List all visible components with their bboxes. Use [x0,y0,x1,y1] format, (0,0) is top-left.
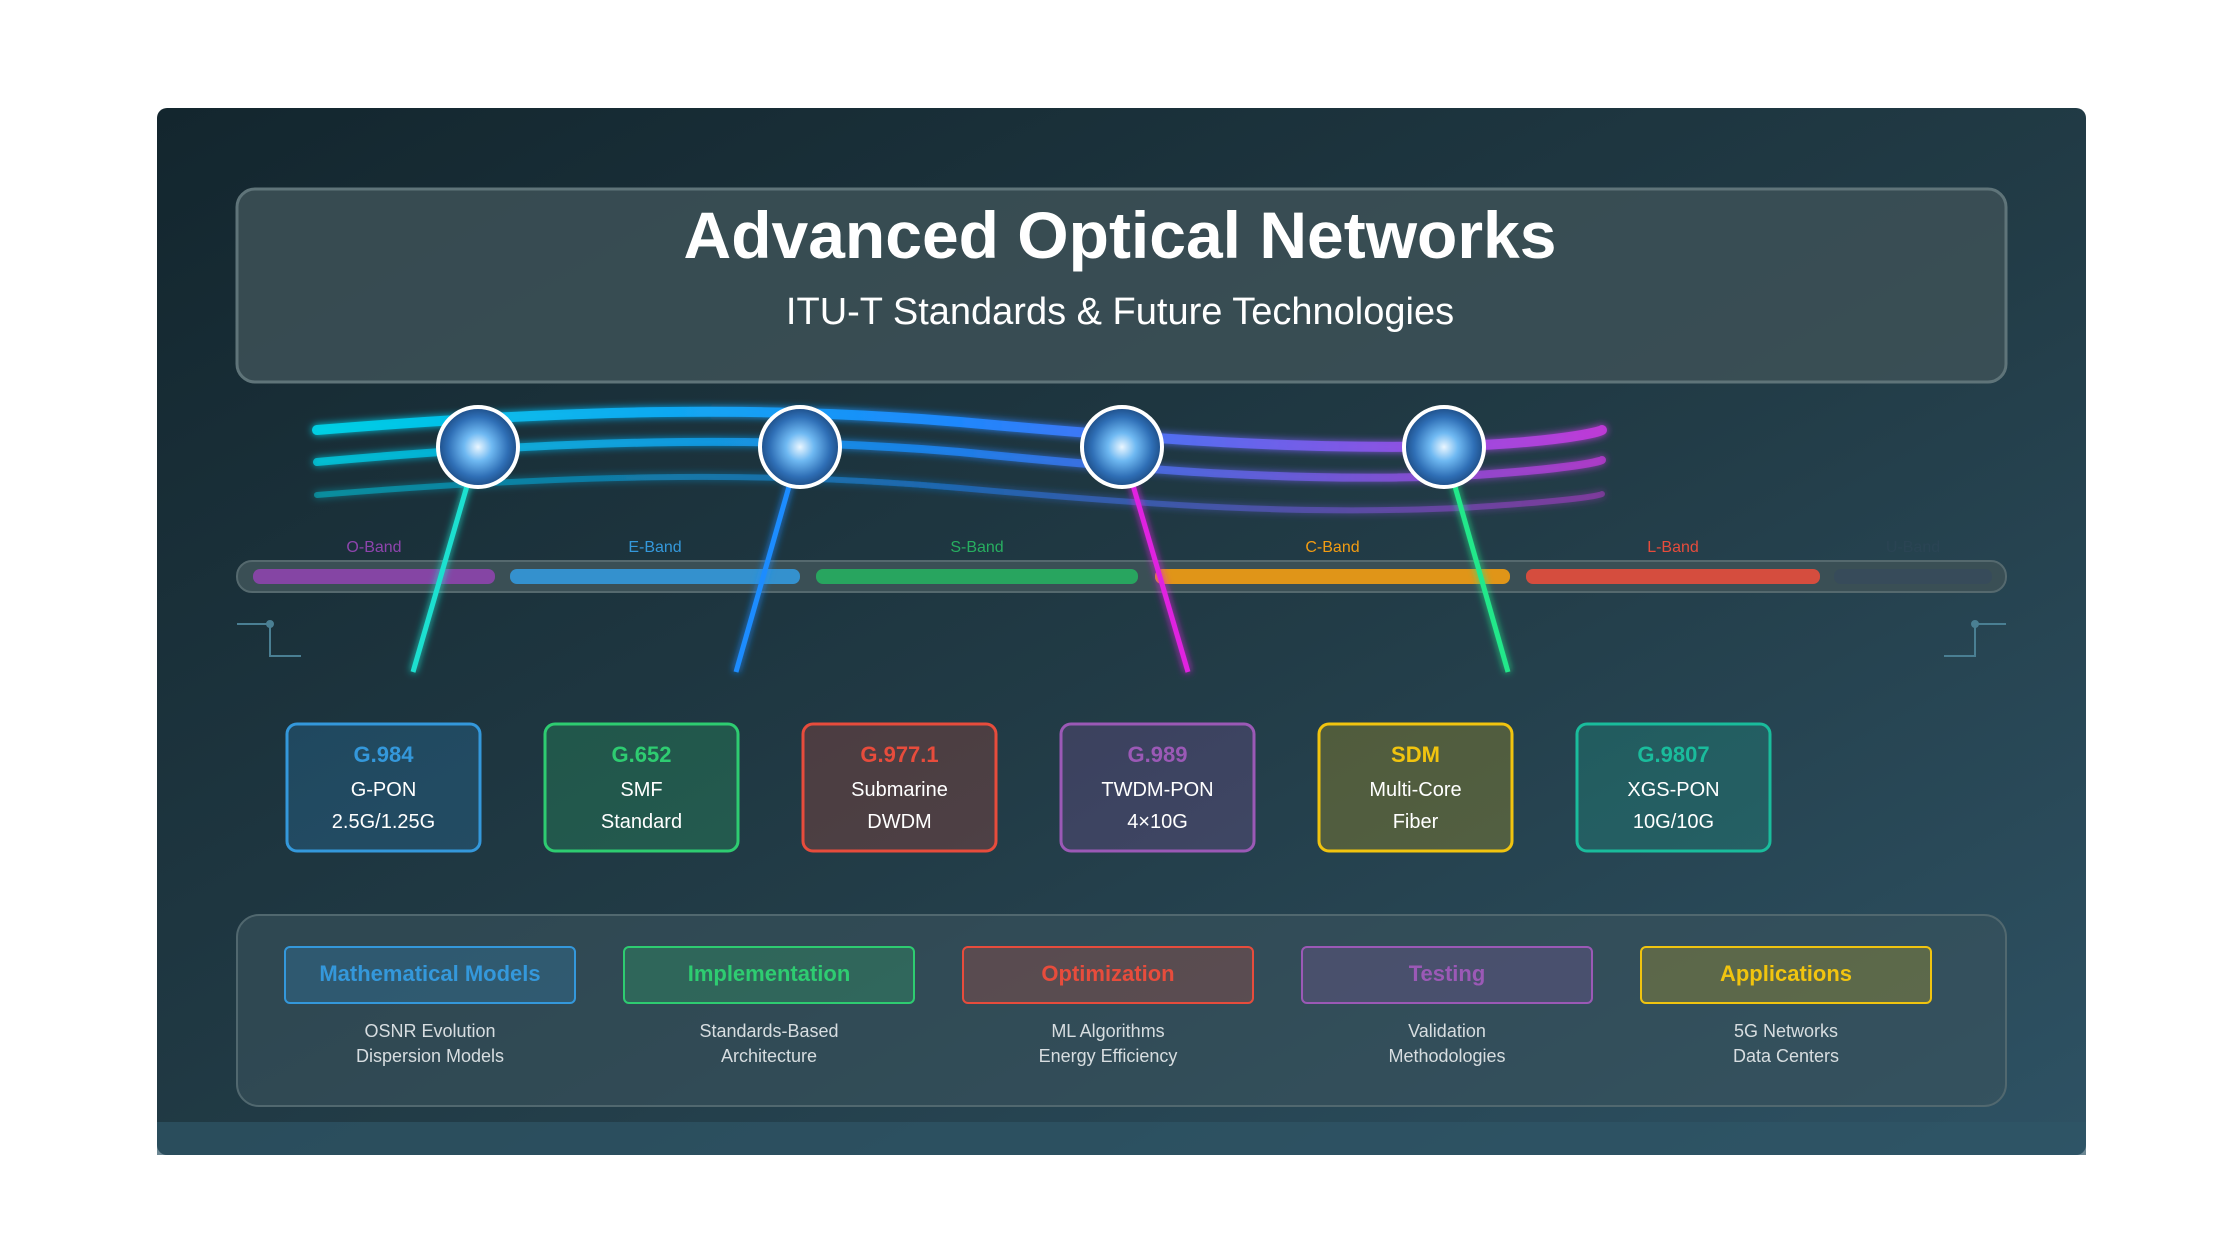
pillar-line-2: Dispersion Models [356,1046,504,1066]
node-1 [436,405,520,489]
standard-card-box [1317,722,1514,853]
right-bracket [1944,623,2006,657]
footer-strip [157,1122,2086,1155]
standard-line-2: Fiber [1393,811,1439,833]
band-label: C-Band [1305,539,1359,556]
standard-line-1: Multi-Core [1369,779,1461,801]
pillars-container [236,914,2007,1107]
band-label: S-Band [950,539,1003,556]
standard-card-box [801,722,998,853]
band-label: U-Band [1886,539,1940,556]
pillar-title: Implementation [688,961,851,986]
band-segment [816,569,1138,584]
pillar-line-1: Validation [1408,1021,1486,1041]
standard-card-box [285,722,482,853]
left-bracket-dot [266,620,274,628]
page-title: Advanced Optical Networks [684,198,1557,272]
pillar-line-2: Energy Efficiency [1039,1046,1178,1066]
band-segment [510,569,800,584]
standard-code: G.989 [1128,742,1188,767]
pillar-line-2: Methodologies [1388,1046,1505,1066]
standard-code: G.984 [354,742,415,767]
pillar-title-box [284,946,576,1004]
standard-line-1: XGS-PON [1627,779,1719,801]
nodes [436,405,1486,489]
pillar-title: Applications [1720,961,1852,986]
pillar-title: Optimization [1041,961,1174,986]
standard-code: G.977.1 [860,742,938,767]
pillar-line-1: 5G Networks [1734,1021,1838,1041]
corner-brackets [237,620,2006,657]
standard-line-2: DWDM [867,811,931,833]
standard-line-2: 4×10G [1127,811,1188,833]
standard-code: G.9807 [1637,742,1709,767]
page-subtitle: ITU-T Standards & Future Technologies [786,291,1454,333]
band-label: O-Band [346,539,401,556]
node-4 [1402,405,1486,489]
standard-card-box [543,722,740,853]
pillar-title-box [623,946,915,1004]
band-segment [1155,569,1510,584]
pillar-line-2: Architecture [721,1046,817,1066]
standard-line-1: G-PON [351,779,417,801]
standard-line-1: SMF [620,779,662,801]
header-box [235,187,2008,384]
node-3 [1080,405,1164,489]
standard-line-1: TWDM-PON [1101,779,1213,801]
band-segment [253,569,495,584]
spectrum-bands: O-Band E-Band S-Band C-Band L-Band U-Band [236,539,2007,593]
pillar-line-1: OSNR Evolution [364,1021,495,1041]
standard-card-box [1575,722,1772,853]
standard-code: SDM [1391,742,1440,767]
fiber-strand-2 [313,437,1606,482]
band-segment [1834,569,1992,584]
header: Advanced Optical Networks ITU-T Standard… [235,187,2008,384]
pillar-title-box [1301,946,1593,1004]
standard-line-2: 10G/10G [1633,811,1714,833]
band-label: E-Band [628,539,681,556]
standard-line-2: Standard [601,811,682,833]
pillar-title-box [1640,946,1932,1004]
standard-line-1: Submarine [851,779,948,801]
band-label: L-Band [1647,539,1699,556]
standard-line-2: 2.5G/1.25G [332,811,435,833]
standard-code: G.652 [612,742,672,767]
pillar-title: Mathematical Models [319,961,540,986]
pillar-line-1: ML Algorithms [1051,1021,1164,1041]
band-segment [1526,569,1820,584]
pillar-title: Testing [1409,961,1486,986]
node-2 [758,405,842,489]
standard-card-box [1059,722,1256,853]
left-bracket [237,623,301,657]
pillar-line-2: Data Centers [1733,1046,1839,1066]
fiber-strand-3 [314,473,1605,514]
right-bracket-dot [1971,620,1979,628]
pillar: ImplementationStandards-BasedArchitectur… [623,946,915,1066]
pillar-title-box [962,946,1254,1004]
pillar-line-1: Standards-Based [699,1021,838,1041]
